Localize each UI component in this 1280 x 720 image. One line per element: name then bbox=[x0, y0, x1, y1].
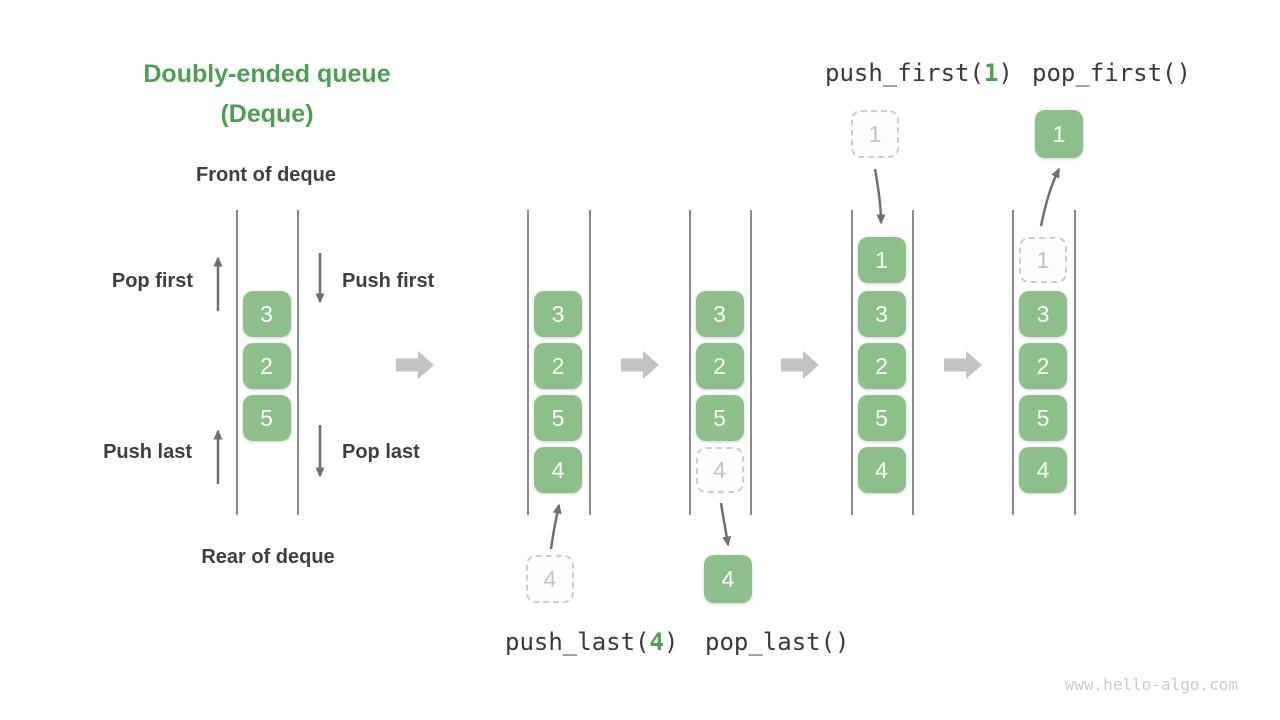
queue-5-wall bbox=[1012, 210, 1014, 515]
push-last-operation-label: push_last(4) bbox=[505, 628, 678, 656]
queue-3-ghost-cell: 4 bbox=[695, 447, 744, 493]
queue-5-cell: 4 bbox=[1019, 447, 1067, 493]
flow-arrow-icon bbox=[396, 351, 434, 379]
queue-5-cell: 5 bbox=[1019, 395, 1067, 441]
push-last-label: Push last bbox=[103, 441, 192, 463]
flow-arrow-icon bbox=[621, 351, 659, 379]
queue-1-wall bbox=[236, 210, 238, 515]
pop-first-transfer-arrow-icon bbox=[1039, 167, 1061, 227]
push-first-operation-label: push_first(1) bbox=[825, 59, 1013, 87]
queue-2-cell: 2 bbox=[534, 343, 582, 389]
code-arg: 4 bbox=[649, 628, 664, 656]
queue-4-wall bbox=[912, 210, 914, 515]
code-text: ) bbox=[663, 628, 679, 656]
push-first-label: Push first bbox=[342, 270, 435, 292]
queue-3-wall bbox=[689, 210, 691, 515]
queue-4-cell: 2 bbox=[857, 343, 906, 389]
queue-4-wall bbox=[851, 210, 853, 515]
queue-2-cell: 4 bbox=[534, 447, 582, 493]
queue-2-cell: 3 bbox=[534, 291, 582, 337]
queue-3-cell: 2 bbox=[695, 343, 744, 389]
queue-5-cell: 3 bbox=[1019, 291, 1067, 337]
rear-of-deque-label: Rear of deque bbox=[201, 546, 335, 568]
code-text: pop_last() bbox=[705, 628, 850, 656]
code-arg: 1 bbox=[983, 59, 999, 87]
pop-first-label: Pop first bbox=[111, 270, 193, 292]
queue-5-ghost-cell: 1 bbox=[1019, 237, 1067, 283]
queue-2-external-cell: 4 bbox=[526, 555, 574, 603]
flow-arrow-icon bbox=[944, 351, 982, 379]
queue-2-wall bbox=[589, 210, 591, 515]
code-text: push_first( bbox=[825, 59, 984, 87]
queue-2-wall bbox=[527, 210, 529, 515]
title-line-1: Doubly-ended queue bbox=[143, 60, 391, 88]
pop-first-operation-label: pop_first() bbox=[1032, 59, 1191, 87]
code-text: pop_first() bbox=[1032, 59, 1191, 87]
queue-2-cell: 5 bbox=[534, 395, 582, 441]
pop-last-transfer-arrow-icon bbox=[719, 502, 732, 547]
flow-arrow-icon bbox=[781, 351, 819, 379]
push-last-transfer-arrow-icon bbox=[549, 503, 562, 550]
pop-last-operation-label: pop_last() bbox=[705, 628, 850, 656]
queue-4-cell: 3 bbox=[857, 291, 906, 337]
queue-1-cell: 3 bbox=[242, 291, 291, 337]
queue-5-external-cell: 1 bbox=[1035, 110, 1083, 158]
push-first-transfer-arrow-icon bbox=[873, 168, 886, 225]
code-text: ) bbox=[998, 59, 1013, 87]
title-line-2: (Deque) bbox=[220, 100, 314, 128]
queue-5-wall bbox=[1074, 210, 1076, 515]
queue-3-external-cell: 4 bbox=[704, 555, 752, 603]
queue-3-cell: 5 bbox=[695, 395, 744, 441]
queue-4-external-cell: 1 bbox=[851, 110, 899, 158]
queue-1-cell: 5 bbox=[242, 395, 291, 441]
queue-1-cell: 2 bbox=[242, 343, 291, 389]
queue-4-cell: 1 bbox=[857, 237, 906, 283]
pop-last-label: Pop last bbox=[342, 441, 420, 463]
queue-5-cell: 2 bbox=[1019, 343, 1067, 389]
page-title: Doubly-ended queue (Deque) bbox=[100, 54, 434, 134]
queue-4-cell: 4 bbox=[857, 447, 906, 493]
queue-3-wall bbox=[750, 210, 752, 515]
code-text: push_last( bbox=[505, 628, 650, 656]
queue-4-cell: 5 bbox=[857, 395, 906, 441]
queue-3-cell: 3 bbox=[695, 291, 744, 337]
front-of-deque-label: Front of deque bbox=[196, 164, 336, 186]
queue-1-wall bbox=[297, 210, 299, 515]
watermark: www.hello-algo.com bbox=[1064, 675, 1238, 694]
